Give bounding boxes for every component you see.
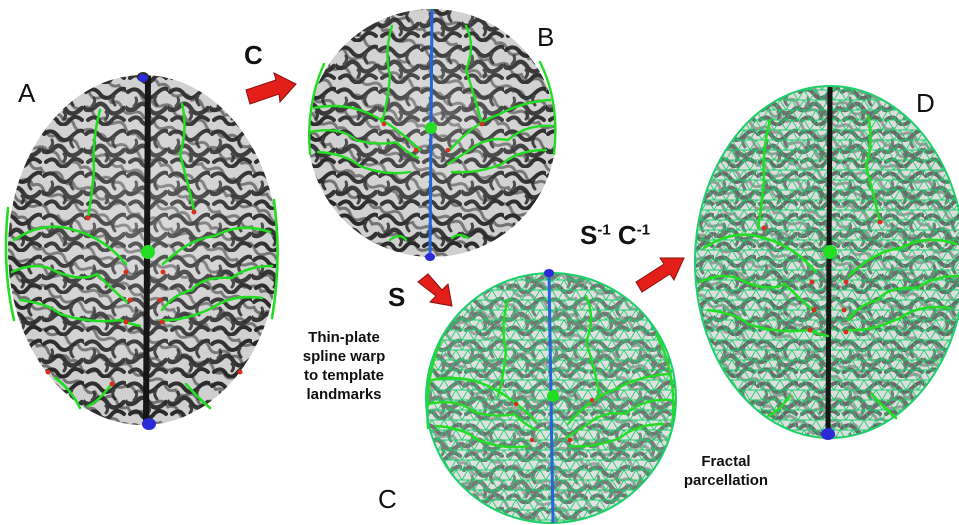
panel-label-d: D: [916, 88, 935, 119]
panel-label-c: C: [378, 484, 397, 515]
operation-inverse: S-1 C-1: [580, 220, 650, 251]
brain-panel-a: [0, 60, 290, 440]
operation-spline-warp: S: [388, 282, 405, 313]
arrow-c-to-d: [636, 258, 684, 292]
meshed-sphere-panel-c: [420, 269, 690, 525]
panel-label-a: A: [18, 78, 35, 109]
operation-conformal-map: C: [244, 40, 263, 71]
panel-label-b: B: [537, 22, 554, 53]
caption-thin-plate-warp: Thin-plate spline warp to template landm…: [282, 328, 406, 404]
meshed-brain-panel-d: [690, 80, 959, 450]
sphere-panel-b: [300, 0, 570, 270]
arrow-a-to-b: [246, 73, 296, 104]
arrow-b-to-c: [418, 274, 452, 306]
caption-fractal-parcellation: Fractal parcellation: [668, 452, 784, 490]
